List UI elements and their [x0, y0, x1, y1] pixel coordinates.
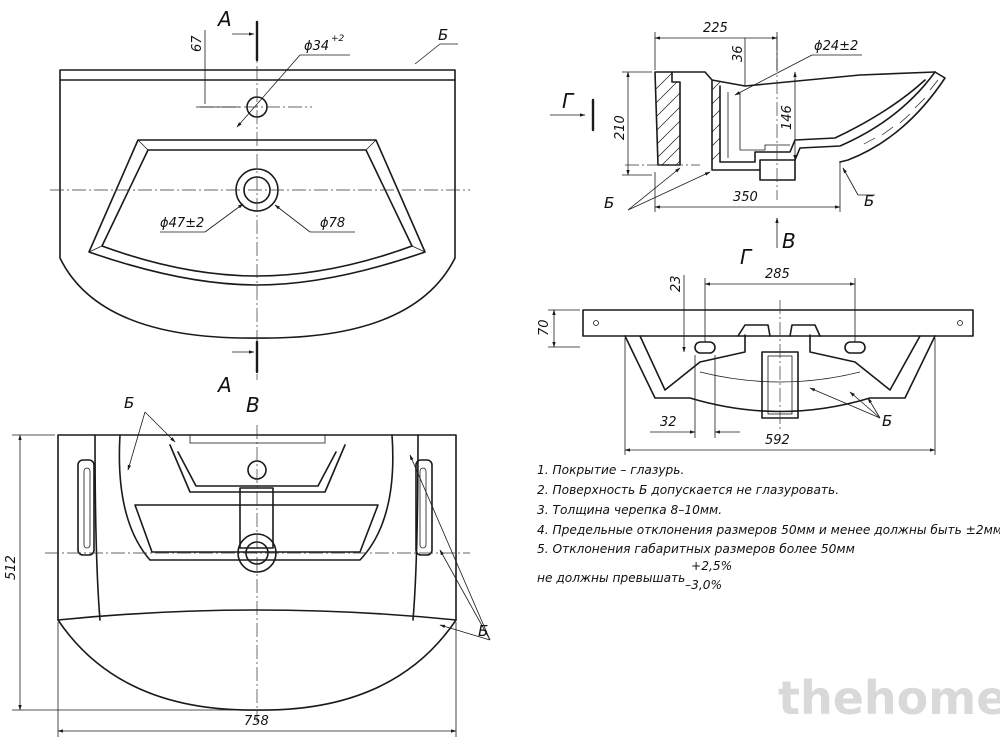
note-2: 2. Поверхность Б допускается не глазуров… [537, 483, 839, 497]
dim-146: 146 [780, 105, 795, 130]
bottom-drain-stub [239, 487, 274, 549]
dim-67: 67 [190, 35, 205, 52]
overflow-right [844, 341, 866, 354]
bracket-left [77, 459, 95, 556]
dim-phi34-tol: +2 [331, 34, 345, 44]
note-5: 5. Отклонения габаритных размеров более … [537, 542, 855, 556]
bottom-outline [57, 434, 457, 711]
dim-phi34: ϕ34 [304, 39, 329, 54]
dim-350: 350 [733, 190, 758, 205]
overflow-left [694, 341, 716, 354]
dim-phi78: ϕ78 [320, 216, 345, 231]
dim-758: 758 [244, 714, 269, 729]
dim-32: 32 [660, 415, 677, 430]
dim-210: 210 [613, 115, 628, 140]
dim-70: 70 [537, 319, 552, 336]
note-tol-minus: –3,0% [685, 578, 722, 592]
front-view [548, 275, 974, 455]
notes: 1. Покрытие – глазурь. 2. Поверхность Б … [537, 463, 1000, 592]
note-1: 1. Покрытие – глазурь. [537, 463, 684, 477]
bowl-outline [88, 139, 426, 286]
watermark: thehome [778, 671, 1000, 725]
label-b-bottom-right: Б [478, 622, 488, 640]
label-b-side-right: Б [864, 192, 874, 210]
section-b-label: В [246, 393, 260, 417]
label-b-front: Б [882, 412, 892, 430]
rim-strip [59, 69, 456, 81]
section-b-arrow: В [782, 229, 796, 253]
dim-phi24: ϕ24±2 [814, 39, 858, 54]
section-a-bottom: А [216, 373, 232, 397]
dim-225: 225 [703, 21, 728, 36]
label-b-top: Б [438, 26, 448, 44]
bottom-view [12, 411, 491, 737]
dim-592: 592 [765, 433, 790, 448]
side-section [550, 32, 946, 248]
front-rim [582, 309, 974, 337]
dim-512: 512 [4, 555, 19, 580]
section-g-front: Г [740, 245, 753, 269]
bracket-right [415, 459, 433, 556]
top-view [50, 20, 470, 380]
section-g-left: Г [562, 89, 575, 113]
dim-285: 285 [765, 267, 790, 282]
dim-36: 36 [731, 45, 746, 62]
label-b-side-left: Б [604, 194, 614, 212]
note-tol-plus: +2,5% [691, 559, 732, 573]
note-tail: не должны превышать [537, 571, 685, 585]
label-b-bottom-left: Б [124, 394, 134, 412]
dim-23: 23 [669, 275, 684, 292]
section-a-top: А [216, 7, 232, 31]
note-4: 4. Предельные отклонения размеров 50мм и… [537, 523, 1000, 537]
note-3: 3. Толщина черепка 8–10мм. [537, 503, 722, 517]
dim-phi47: ϕ47±2 [160, 216, 204, 231]
